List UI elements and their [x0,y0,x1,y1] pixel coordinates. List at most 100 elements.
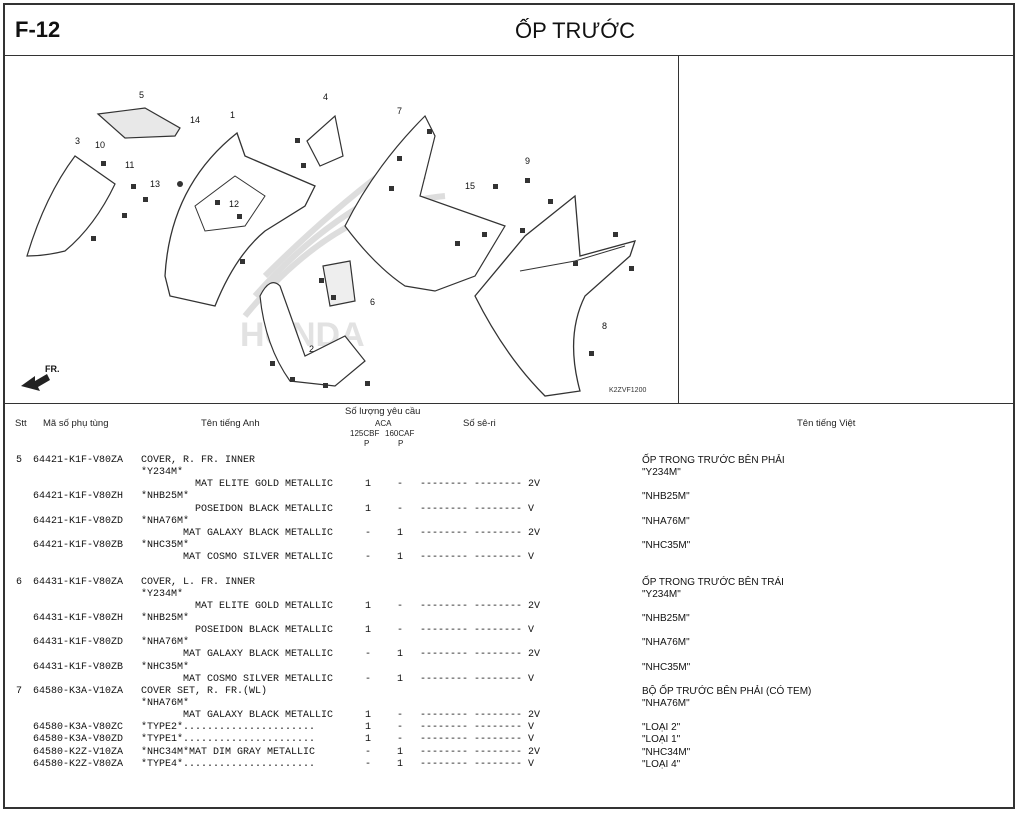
cell-q2: 1 [396,527,403,539]
callout-2: 2 [309,344,314,354]
empty-panel [680,56,1013,403]
cell-desc: COVER SET, R. FR.(WL) [141,685,268,697]
cell-vi: "NHC34M" [642,746,691,758]
col-qty-125: 125CBF [350,429,380,438]
cell-desc: *NHA76M* [141,637,190,649]
col-qty-title: Số lượng yêu cầu [345,406,421,417]
cell-vi: BỘ ỐP TRƯỚC BÊN PHẢI (CÓ TEM) [642,685,812,697]
cell-part: 64421-K1F-V80ZB [33,540,124,552]
section-code: F-12 [15,17,61,42]
cell-q2: - [396,625,403,637]
page-title: ỐP TRƯỚC [515,18,635,43]
table-row: 64431-K1F-V80ZD*NHA76M*"NHA76M" [5,637,1013,649]
cell-serial: -------- -------- V [420,503,535,515]
small-cover-part [306,114,344,167]
cell-desc: *TYPE4*...................... [141,758,316,770]
cell-stt: 5 [16,455,23,466]
col-part-number: Mã số phụ tùng [43,418,109,429]
table-row: POSEIDON BLACK METALLIC 1 - -------- ------… [5,504,1013,516]
table-row: MAT COSMO SILVER METALLIC-1-------- ----… [5,552,1013,564]
cell-desc: COVER, L. FR. INNER [141,576,256,588]
cell-vi: "NHC35M" [642,540,691,552]
cell-desc: *NHA76M* [141,515,190,527]
table-row: 64580-K2Z-V10ZA*NHC34M*MAT DIM GRAY META… [5,747,1013,759]
cell-stt: 6 [16,576,23,588]
callout-14: 14 [190,115,200,125]
table-row: 64431-K1F-V80ZB*NHC35M*"NHC35M" [5,662,1013,674]
cell-q1: - [364,527,371,539]
cell-vi: "Y234M" [642,588,681,600]
parts-sheet: F-12 ỐP TRƯỚC HONDA [3,3,1015,809]
cell-q2: - [396,600,403,612]
cell-desc: MAT COSMO SILVER METALLIC [141,552,334,564]
table-row: *Y234M*"Y234M" [5,467,1013,479]
table-divider [5,403,1013,404]
cell-desc: POSEIDON BLACK METALLIC [141,503,334,515]
cell-desc: *Y234M* [141,588,184,600]
table-row: MAT GALAXY BLACK METALLIC-1-------- ----… [5,649,1013,661]
table-row: 64580-K2Z-V80ZA *TYPE4*..................… [5,759,1013,771]
cell-serial: -------- -------- V [420,734,535,746]
cell-desc: MAT GALAXY BLACK METALLIC [141,527,334,539]
inner-cover-part [344,114,506,292]
col-serial: Số sê-ri [463,418,496,429]
cell-q1: - [364,673,371,685]
cell-part: 64421-K1F-V80ZH [33,491,124,503]
lower-cover-part [259,282,366,387]
callout-4: 4 [323,92,328,102]
cell-q2: - [396,479,403,491]
table-row: 64431-K1F-V80ZH*NHB25M*"NHB25M" [5,613,1013,625]
exploded-diagram: HONDA [5,56,679,403]
table-row: MAT GALAXY BLACK METALLIC - 1 -------- ----… [5,528,1013,540]
cell-q1: - [364,649,371,661]
cell-part: 64580-K3A-V80ZD [33,734,124,746]
cell-q1: 1 [364,503,371,515]
cell-desc: MAT COSMO SILVER METALLIC [141,673,334,685]
table-row: 64421-K1F-V80ZD*NHA76M*"NHA76M" [5,516,1013,528]
callout-12: 12 [229,199,239,209]
cell-q1: 1 [364,710,371,722]
cell-q1: 1 [364,734,371,746]
sheet-header: F-12 ỐP TRƯỚC [5,5,1013,56]
cell-part: 64421-K1F-V80ZA [33,455,124,466]
cell-desc: POSEIDON BLACK METALLIC [141,625,334,637]
fastener-dots [91,129,634,388]
cell-vi: "LOẠI 4" [642,758,681,770]
cell-serial: -------- -------- V [420,758,535,770]
cell-desc: *NHA76M* [141,698,190,709]
cell-q1: - [364,552,371,564]
col-qty-p1: P [364,439,370,448]
cell-serial: -------- -------- V [420,673,535,685]
cell-serial: -------- -------- 2V [420,527,541,539]
col-qty-160: 160CAF [385,429,415,438]
cell-part: 64431-K1F-V80ZH [33,612,124,624]
cell-q2: 1 [396,758,403,770]
cell-part: 64580-K3A-V10ZA [33,685,124,697]
cell-q2: - [396,722,403,734]
svg-text:FR.: FR. [45,364,60,374]
callout-15: 15 [465,181,475,191]
cell-q2: 1 [396,649,403,661]
callout-5: 5 [139,90,144,100]
cell-part: 64421-K1F-V80ZD [33,515,124,527]
table-row: 64580-K3A-V80ZC*TYPE2*..................… [5,722,1013,734]
cell-part: 64580-K3A-V80ZC [33,722,124,734]
cell-vi: "NHA76M" [642,637,690,649]
cell-part: 64580-K2Z-V80ZA [33,758,124,770]
table-row: 64580-K3A-V80ZD *TYPE1*..................… [5,734,1013,746]
table-row: 64421-K1F-V80ZH*NHB25M*"NHB25M" [5,491,1013,503]
table-row: 64421-K1F-V80ZB*NHC35M*"NHC35M" [5,540,1013,552]
cell-q2: 1 [396,552,403,564]
front-direction-arrow: FR. [21,364,60,391]
callout-13: 13 [150,179,160,189]
cell-q2: - [396,503,403,515]
cell-desc: *NHB25M* [141,491,190,503]
cell-desc: *TYPE1*...................... [141,734,316,746]
